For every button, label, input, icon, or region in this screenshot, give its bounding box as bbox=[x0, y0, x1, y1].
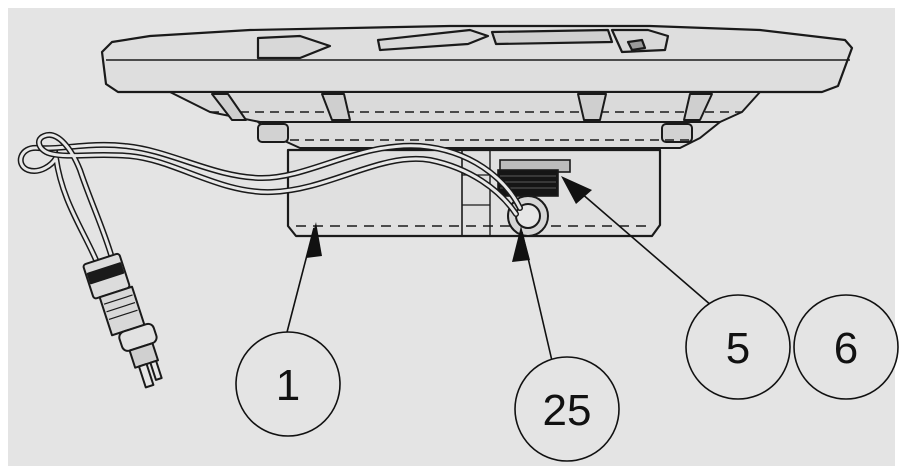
top-flange bbox=[100, 24, 854, 94]
arrowhead-1 bbox=[306, 222, 322, 258]
callout-6-circle bbox=[793, 294, 899, 400]
callout-1-label: 1 bbox=[276, 361, 300, 410]
callout-5-circle bbox=[685, 294, 791, 400]
callout-1-circle bbox=[235, 331, 341, 437]
callout-6-label: 6 bbox=[834, 324, 858, 373]
callout-5-label: 5 bbox=[726, 324, 750, 373]
callout-balloons bbox=[235, 294, 899, 462]
arrowhead-25 bbox=[512, 226, 530, 262]
wire-harness bbox=[17, 131, 523, 263]
connector-plug bbox=[82, 252, 163, 389]
arrowhead-5 bbox=[561, 176, 592, 204]
leader-5 bbox=[565, 179, 713, 307]
flange-skirt bbox=[169, 91, 761, 123]
arrowheads bbox=[306, 176, 592, 262]
callout-25-circle bbox=[514, 356, 620, 462]
mid-housing bbox=[257, 121, 721, 149]
callout-25-label: 25 bbox=[543, 386, 592, 435]
